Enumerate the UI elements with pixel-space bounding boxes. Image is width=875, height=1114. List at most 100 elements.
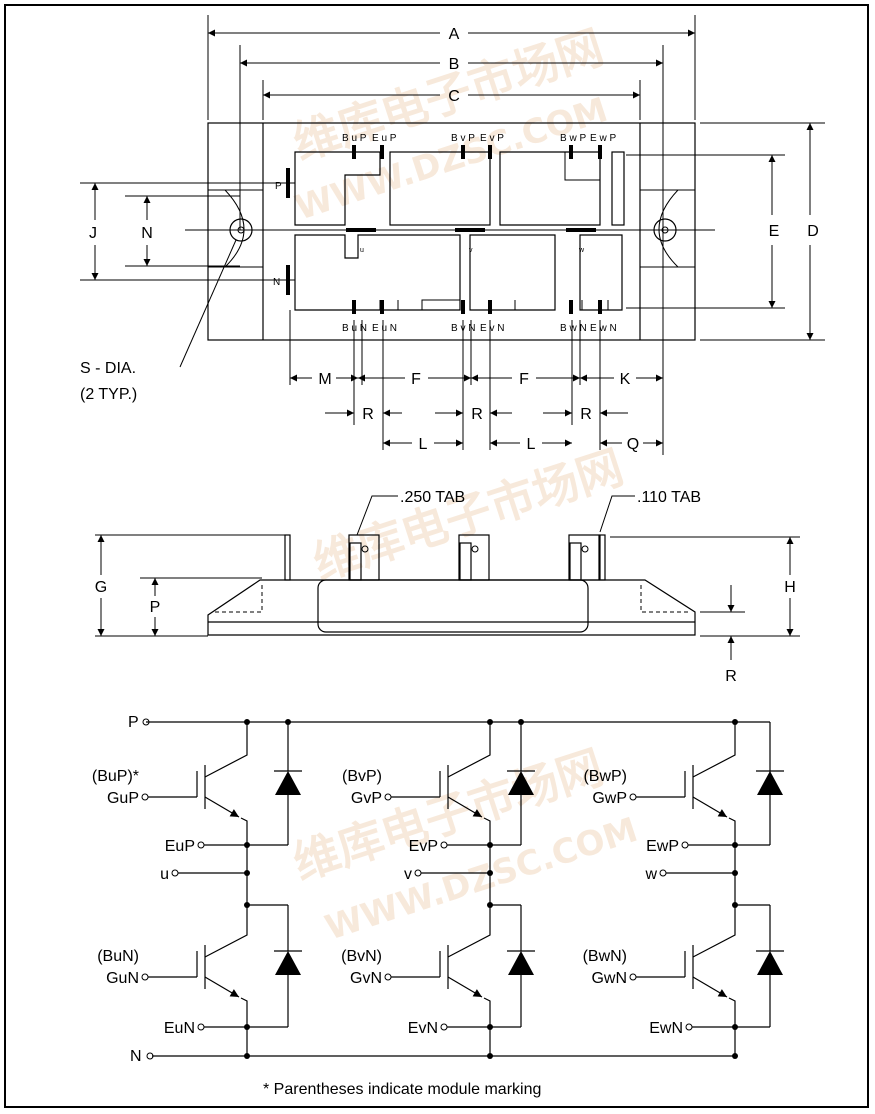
- junction-dot: [487, 902, 493, 908]
- dim-e: E: [769, 223, 780, 240]
- terminal-circle: [659, 869, 667, 877]
- diode-icon: [757, 771, 783, 795]
- gate-label: GwN: [591, 970, 627, 987]
- wire: [692, 905, 736, 958]
- dim-h: H: [784, 579, 796, 596]
- junction-dot: [285, 719, 291, 725]
- rail-p-label: P: [128, 714, 139, 731]
- emitter-label: EwP: [646, 838, 679, 855]
- dim-b: B: [449, 56, 460, 73]
- gate-label: GwP: [592, 790, 627, 807]
- terminal-circle: [685, 1023, 693, 1031]
- gate-label: GvP: [351, 790, 382, 807]
- dim-a: A: [449, 26, 460, 43]
- dim-q: Q: [627, 436, 639, 453]
- terminal-label: E w P: [590, 133, 616, 144]
- emitter-label: EuN: [164, 1020, 195, 1037]
- gate-marking-label: (BwP): [583, 768, 627, 785]
- igbt-emitter-arrow: [447, 976, 483, 998]
- diode-icon: [275, 951, 301, 975]
- output-label: v: [404, 866, 412, 883]
- wire: [728, 997, 736, 1027]
- junction-dot: [732, 870, 738, 876]
- dim-p: P: [150, 599, 161, 616]
- gate-marking-label: (BuP)*: [92, 768, 139, 785]
- gate-marking-label: (BvN): [341, 948, 382, 965]
- terminal-circle: [141, 973, 149, 981]
- junction-dot: [732, 719, 738, 725]
- junction-dot: [244, 719, 250, 725]
- terminal-circle: [414, 869, 422, 877]
- gate-marking-label: (BuN): [97, 948, 139, 965]
- emitter-label: EvN: [408, 1020, 438, 1037]
- terminal-circle: [440, 841, 448, 849]
- phase-label: w: [578, 247, 585, 254]
- wire: [240, 817, 248, 845]
- dim-l: L: [419, 436, 428, 453]
- gate-marking-label: (BwN): [583, 948, 627, 965]
- gate-label: GuP: [107, 790, 139, 807]
- dim-g: G: [95, 579, 107, 596]
- terminal-label: E w N: [590, 323, 617, 334]
- diode-icon: [757, 951, 783, 975]
- wire: [692, 722, 736, 778]
- wire: [483, 817, 491, 845]
- wire: [483, 997, 491, 1027]
- junction-dot: [518, 719, 524, 725]
- rail-n-label: N: [130, 1048, 142, 1065]
- igbt-emitter-arrow: [447, 796, 483, 818]
- output-label: w: [644, 866, 657, 883]
- mount-hole-note: (2 TYP.): [80, 386, 137, 403]
- dim-l: L: [527, 436, 536, 453]
- igbt-emitter-arrow: [204, 796, 240, 818]
- wire: [447, 722, 491, 778]
- terminal-label: E v P: [480, 133, 504, 144]
- gate-label: GuN: [106, 970, 139, 987]
- dim-r: R: [471, 406, 483, 423]
- terminal-circle: [629, 793, 637, 801]
- diode-icon: [508, 951, 534, 975]
- tab-250-label: .250 TAB: [400, 489, 465, 506]
- terminal-circle: [440, 1023, 448, 1031]
- gate-label: GvN: [350, 970, 382, 987]
- terminal-label: B w N: [560, 323, 587, 334]
- wire: [728, 817, 736, 845]
- diode-icon: [508, 771, 534, 795]
- terminal-label: E v N: [480, 323, 504, 334]
- wire: [204, 722, 248, 778]
- terminal-circle: [681, 841, 689, 849]
- schematic: P N * Parentheses indicate module markin…: [92, 714, 784, 1098]
- emitter-label: EuP: [165, 838, 195, 855]
- terminal-circle: [384, 793, 392, 801]
- terminal-label-n: N: [273, 277, 280, 288]
- dim-m: M: [318, 371, 331, 388]
- footnote: * Parentheses indicate module marking: [263, 1081, 541, 1098]
- phase-label: v: [469, 247, 473, 254]
- dim-d: D: [807, 223, 819, 240]
- emitter-label: EvP: [409, 838, 438, 855]
- terminal-label: B u P: [342, 133, 367, 144]
- igbt-emitter-arrow: [204, 976, 240, 998]
- side-view: .250 TAB .110 TAB G P H R: [95, 489, 800, 685]
- terminal-circle: [384, 973, 392, 981]
- junction-dot: [487, 719, 493, 725]
- dim-k: K: [620, 371, 631, 388]
- terminal-label: E u N: [372, 323, 397, 334]
- igbt-emitter-arrow: [692, 976, 728, 998]
- wire: [240, 997, 248, 1027]
- emitter-label: EwN: [649, 1020, 683, 1037]
- dim-r-side: R: [725, 668, 737, 685]
- drawing-frame: [4, 4, 869, 1108]
- terminal-label: B v P: [451, 133, 475, 144]
- terminal-circle: [629, 973, 637, 981]
- junction-dot: [244, 870, 250, 876]
- wire: [447, 905, 491, 958]
- junction-dot: [732, 902, 738, 908]
- dim-r: R: [580, 406, 592, 423]
- terminal-label: B u N: [342, 323, 367, 334]
- mount-hole-label: S - DIA.: [80, 360, 136, 377]
- top-view: A B C: [80, 15, 825, 455]
- gate-marking-label: (BvP): [342, 768, 382, 785]
- terminal-circle: [197, 1023, 205, 1031]
